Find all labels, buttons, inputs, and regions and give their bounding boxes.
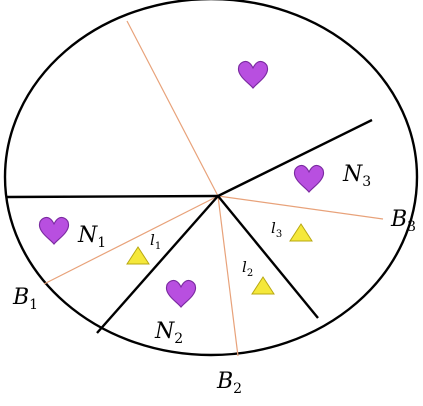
triangle-icon [289,223,313,242]
black-divider-left [6,194,219,199]
label-b2: B2 [216,369,242,397]
black-divider-lower-left [96,195,219,334]
label-n3: N3 [342,162,371,190]
label-l1: l1 [150,231,161,252]
triangle-icon [251,276,275,295]
orange-divider-top [126,20,219,197]
heart-icon [38,216,70,245]
heart-icon [237,60,269,89]
label-n2: N2 [154,319,183,347]
label-b1: B1 [12,285,38,313]
heart-icon [165,279,197,308]
orange-divider-b1 [43,195,219,285]
heart-icon [293,164,325,193]
label-b3: B3 [390,207,416,235]
label-l3: l3 [271,219,282,240]
orange-divider-b3 [217,195,384,220]
label-n1: N1 [77,223,106,251]
label-l2: l2 [242,258,253,279]
orange-divider-b2 [217,195,239,357]
black-divider-lower-right [217,195,319,319]
outer-circle [3,0,419,357]
black-divider-upper-right [217,118,373,198]
triangle-icon [126,246,150,265]
